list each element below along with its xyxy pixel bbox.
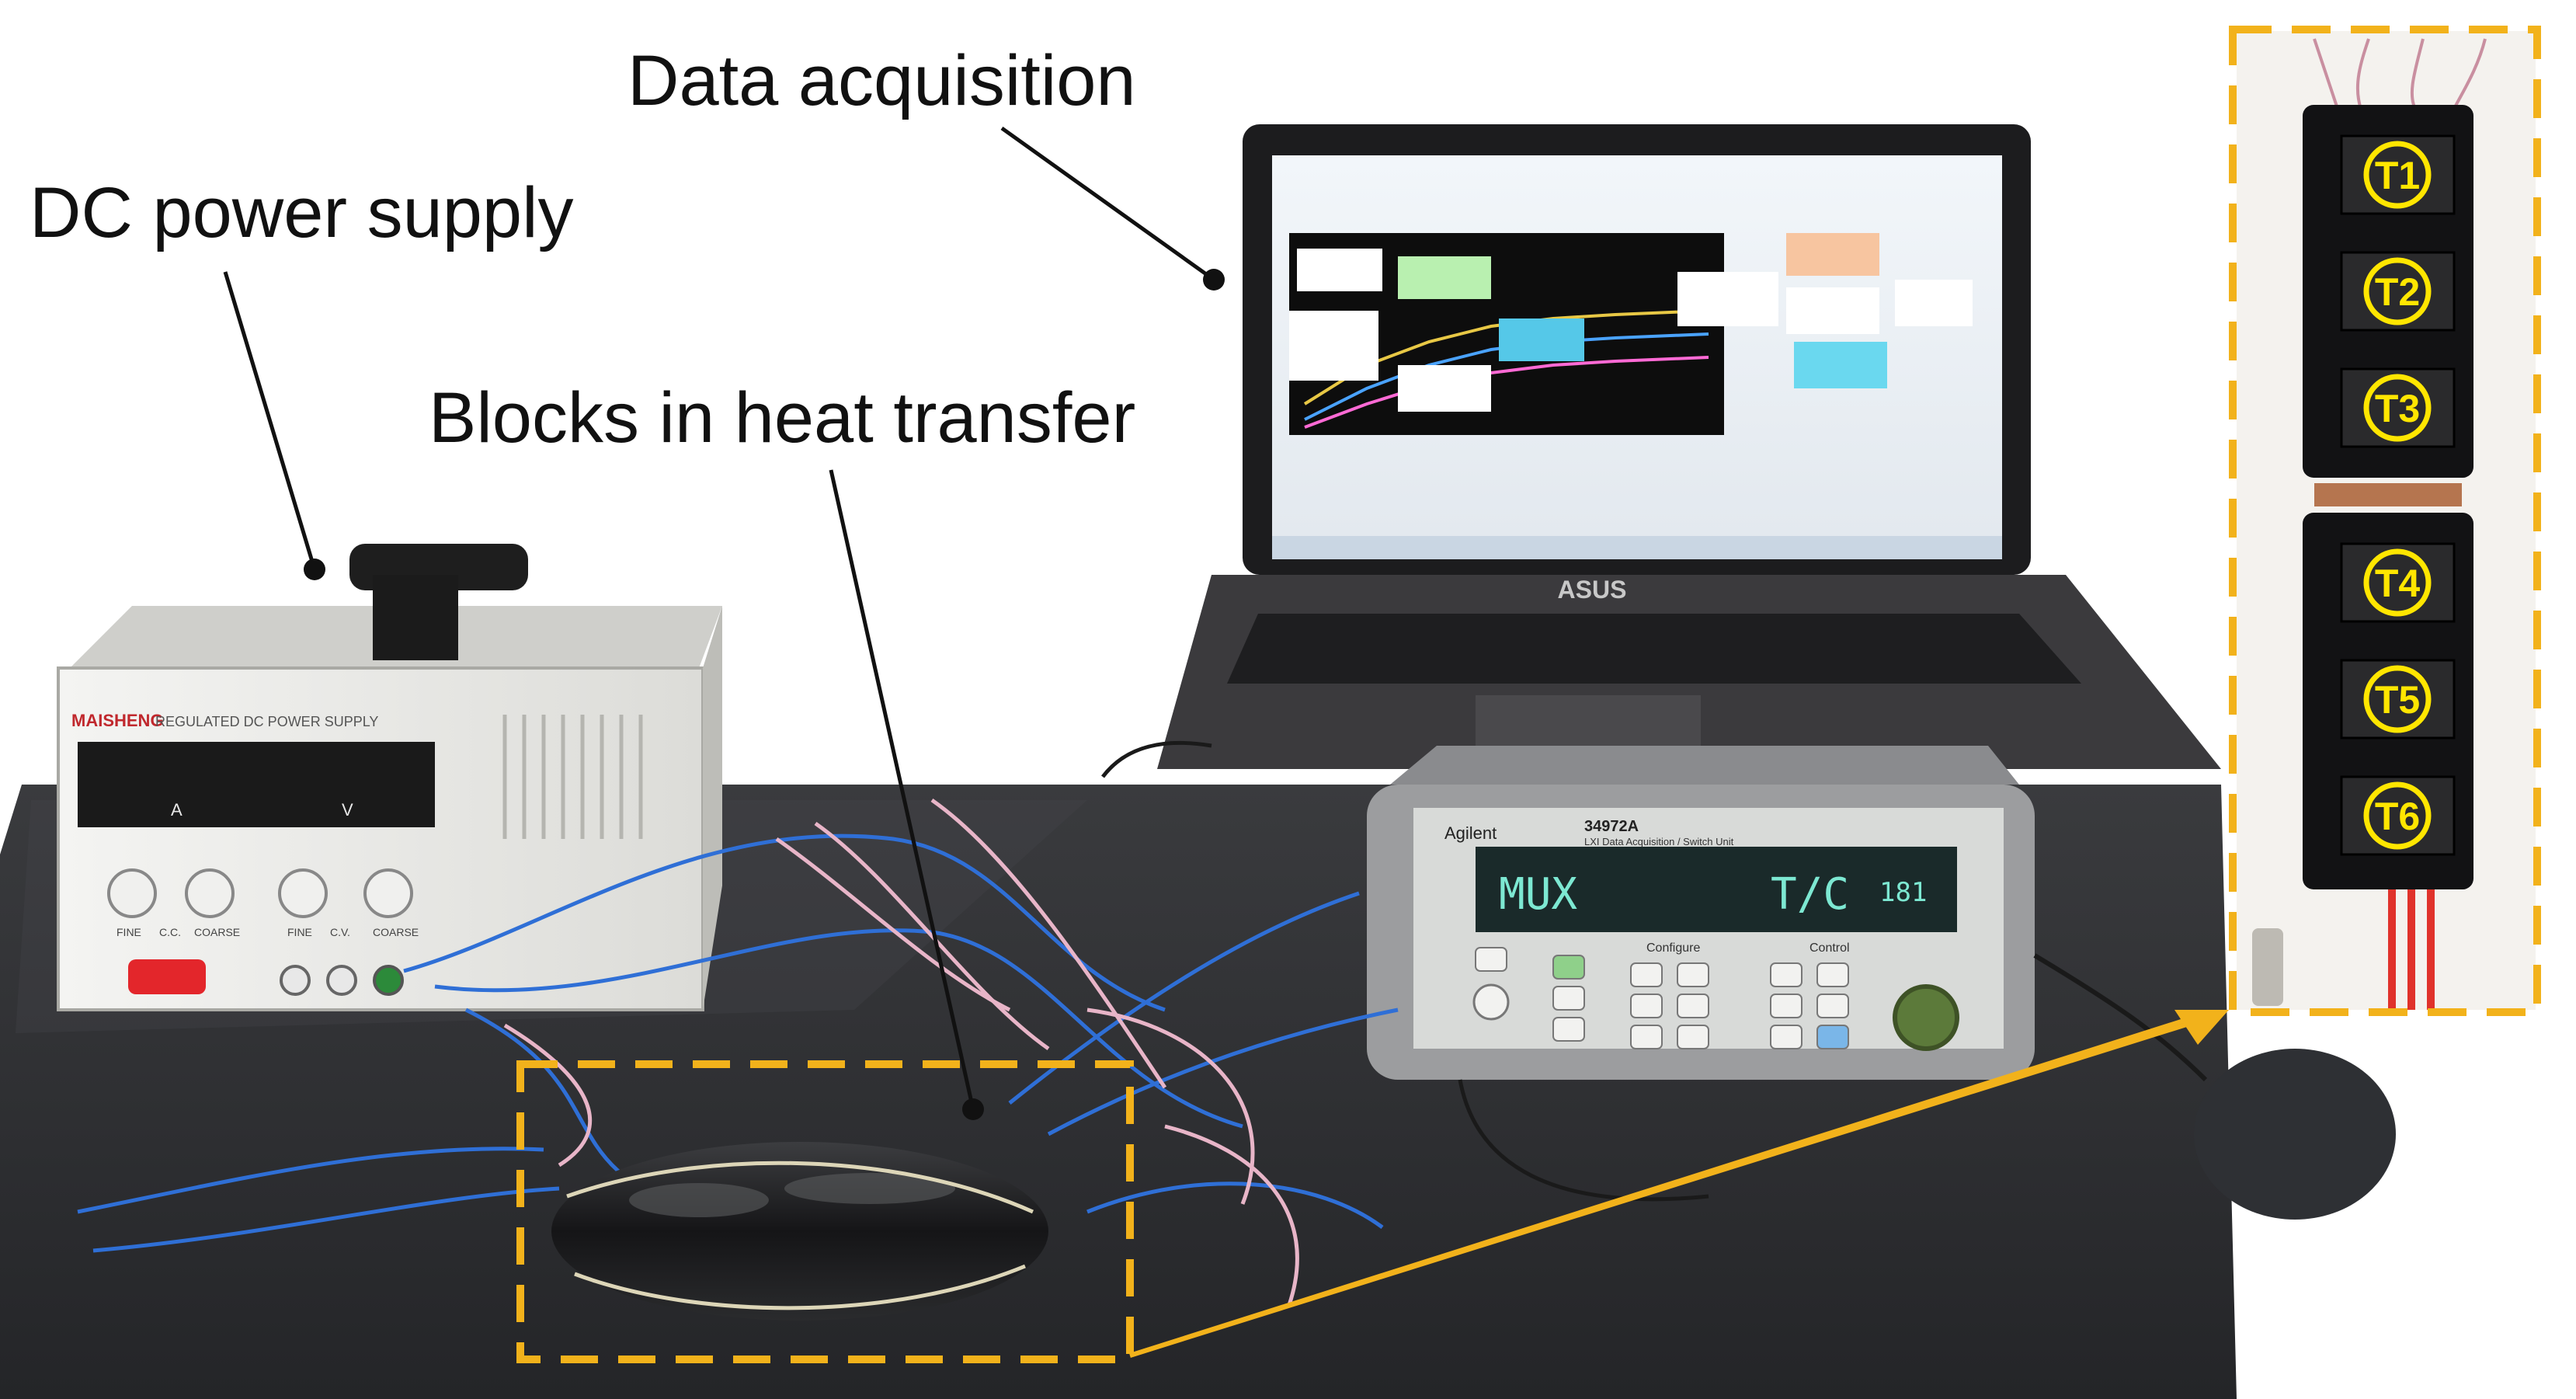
callout-blocks-in-heat-transfer: Blocks in heat transfer (429, 378, 1136, 458)
daq-model: 34972A (1584, 818, 1639, 835)
psu-vents (502, 715, 643, 839)
blocks-shine-1 (629, 1183, 769, 1217)
mouse (2194, 1049, 2396, 1220)
psu-terminal-2 (326, 965, 357, 996)
psu-body (57, 666, 704, 1011)
sensor-marker-t3: T3 (2340, 367, 2456, 448)
psu-display (78, 742, 435, 827)
daq-display-right: T/C (1771, 869, 1849, 920)
inset-wires-top (2313, 38, 2487, 110)
psu-knob-3 (278, 868, 328, 918)
leader-dot-dc (304, 559, 325, 580)
daq-knob (1893, 984, 1959, 1051)
sensor-label-t3: T3 (2375, 387, 2420, 430)
blocks-highlight-box (516, 1060, 1134, 1363)
psu-knob-label-4: COARSE (373, 926, 419, 938)
screen-panel-6 (1677, 272, 1778, 326)
daq-unit: Agilent 34972A LXI Data Acquisition / Sw… (1367, 746, 2035, 1080)
daq-display-value: 181 (1879, 877, 1927, 908)
psu-model-text: REGULATED DC POWER SUPPLY (155, 714, 378, 729)
daq-buttons (1475, 947, 1849, 1049)
leader-dot-daq (1203, 269, 1225, 291)
sensor-marker-t4: T4 (2340, 542, 2456, 623)
sensor-marker-t6: T6 (2340, 775, 2456, 856)
sensor-label-t4: T4 (2375, 562, 2421, 605)
screen-panel-5 (1398, 365, 1491, 412)
psu-knob-label-3: FINE (287, 926, 312, 938)
daq-display-left: MUX (1499, 869, 1577, 920)
screen-panel-1 (1297, 249, 1382, 291)
inset-dashed-frame (2229, 26, 2541, 1016)
zoom-arrowhead (2174, 1010, 2229, 1045)
psu-mode-label-cv: C.V. (330, 926, 350, 938)
laptop-brand: ASUS (1558, 576, 1627, 604)
inset-panel: T1 T2 T3 T4 T5 T6 (2229, 26, 2541, 1016)
psu-knob-1 (107, 868, 157, 918)
daq-subtitle: LXI Data Acquisition / Switch Unit (1584, 836, 1734, 847)
sensor-marker-t1: T1 (2340, 134, 2456, 215)
blocks-string (566, 1161, 1034, 1214)
sensor-label-t6: T6 (2375, 795, 2420, 838)
psu-mode-label-cc: C.C. (159, 926, 181, 938)
sensor-label-t5: T5 (2375, 678, 2420, 722)
psu-power-switch (128, 959, 206, 994)
sensor-marker-t2: T2 (2340, 251, 2456, 332)
sensor-label-t2: T2 (2375, 270, 2420, 314)
psu-brand: MAISHENG (71, 711, 164, 730)
psu-knob-4 (363, 868, 413, 918)
laptop-touchpad (1476, 695, 1701, 753)
screen-taskbar (1272, 536, 2002, 559)
daq-brand: Agilent (1444, 823, 1497, 843)
daq-display (1476, 847, 1957, 932)
sensor-marker-t5: T5 (2340, 659, 2456, 740)
laptop-keyboard (1227, 614, 2081, 684)
psu-meter-a: A (171, 800, 183, 820)
blocks-body (551, 1142, 1048, 1321)
screen-panel-4 (1499, 318, 1584, 361)
psu-handle-strap (373, 575, 458, 660)
leader-dot-blocks (962, 1098, 984, 1120)
inset-copper-spacer (2314, 483, 2462, 506)
sensor-label-t1: T1 (2375, 154, 2420, 197)
inset-connector (2252, 928, 2283, 1006)
psu-terminal-1 (280, 965, 311, 996)
zoom-line-lower (1129, 1011, 2222, 1358)
screen-panel-9 (1794, 342, 1887, 388)
psu-knob-label-1: FINE (116, 926, 141, 938)
leader-data-acquisition (1000, 126, 1215, 282)
psu-side (703, 606, 722, 1010)
screen-panel-10 (1895, 280, 1973, 326)
psu-knob-2 (185, 868, 235, 918)
psu-terminal-3 (373, 965, 404, 996)
blocks-string-2 (574, 1264, 1026, 1310)
daq-section-configure: Configure (1646, 941, 1700, 955)
screen-panel-8 (1786, 287, 1879, 334)
blocks-shine-2 (784, 1173, 955, 1204)
mouse-cable (2033, 953, 2208, 1082)
callout-data-acquisition: Data acquisition (627, 41, 1136, 120)
psu-knobs (107, 868, 413, 918)
screen-panel-7 (1786, 233, 1879, 276)
daq-section-control: Control (1809, 941, 1850, 955)
laptop: ASUS (1157, 124, 2221, 769)
dc-power-supply: MAISHENG REGULATED DC POWER SUPPLY A V F… (57, 544, 722, 1011)
callout-dc-power-supply: DC power supply (30, 173, 574, 252)
screen-panel-2 (1398, 256, 1491, 299)
leader-blocks (829, 469, 975, 1110)
daq-top (1390, 746, 2019, 785)
daq-power-button (1472, 983, 1510, 1021)
screen-panel-3 (1289, 311, 1378, 381)
psu-knob-label-2: COARSE (194, 926, 240, 938)
psu-meter-v: V (342, 800, 353, 820)
inset-wires-bottom (2388, 889, 2435, 1010)
heat-transfer-blocks (551, 1142, 1048, 1321)
leader-dc-power-supply (223, 271, 317, 570)
screen-curve-2 (1304, 332, 1709, 421)
